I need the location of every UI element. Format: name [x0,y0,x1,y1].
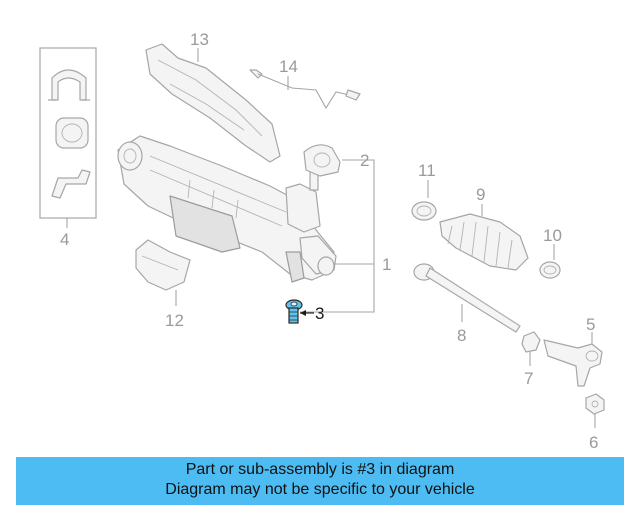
diagram-caption-banner: Part or sub-assembly is #3 in diagram Di… [16,457,624,505]
leader-3-arrow [300,310,306,316]
part-9-boot [439,213,529,271]
callout-6: 6 [589,433,598,452]
caption-line-2: Diagram may not be specific to your vehi… [165,481,475,498]
part-2-mount [303,144,341,177]
part-6-nut [585,393,605,415]
callout-2: 2 [360,151,369,170]
part-14-wiring-harness [249,69,361,110]
callout-4: 4 [60,230,69,249]
callout-10: 10 [543,226,562,245]
callout-1: 1 [382,255,391,274]
callout-11: 11 [418,161,436,180]
caption-line-1: Part or sub-assembly is #3 in diagram [185,461,455,478]
part-12-cover [135,239,191,291]
part-4-bracket-set [39,47,97,219]
callout-7: 7 [524,369,533,388]
part-8-inner-tie-rod [413,263,521,333]
callout-3: 3 [315,304,324,323]
part-3-bolt [285,299,303,324]
leader-2-bracket [300,159,375,313]
part-5-tie-rod-end [543,339,603,387]
callout-9: 9 [476,185,485,204]
part-13-heat-shield [145,43,281,163]
callout-14: 14 [279,57,298,76]
part-1-steering-gear [117,135,337,283]
callout-5: 5 [586,315,595,334]
callout-13: 13 [190,30,209,49]
part-7-nut [521,331,541,353]
parts-diagram: 4 13 14 1 2 [39,30,605,452]
part-10-clamp [539,261,561,279]
part-11-clamp [411,201,437,221]
callout-8: 8 [457,326,466,345]
callout-12: 12 [165,311,184,330]
